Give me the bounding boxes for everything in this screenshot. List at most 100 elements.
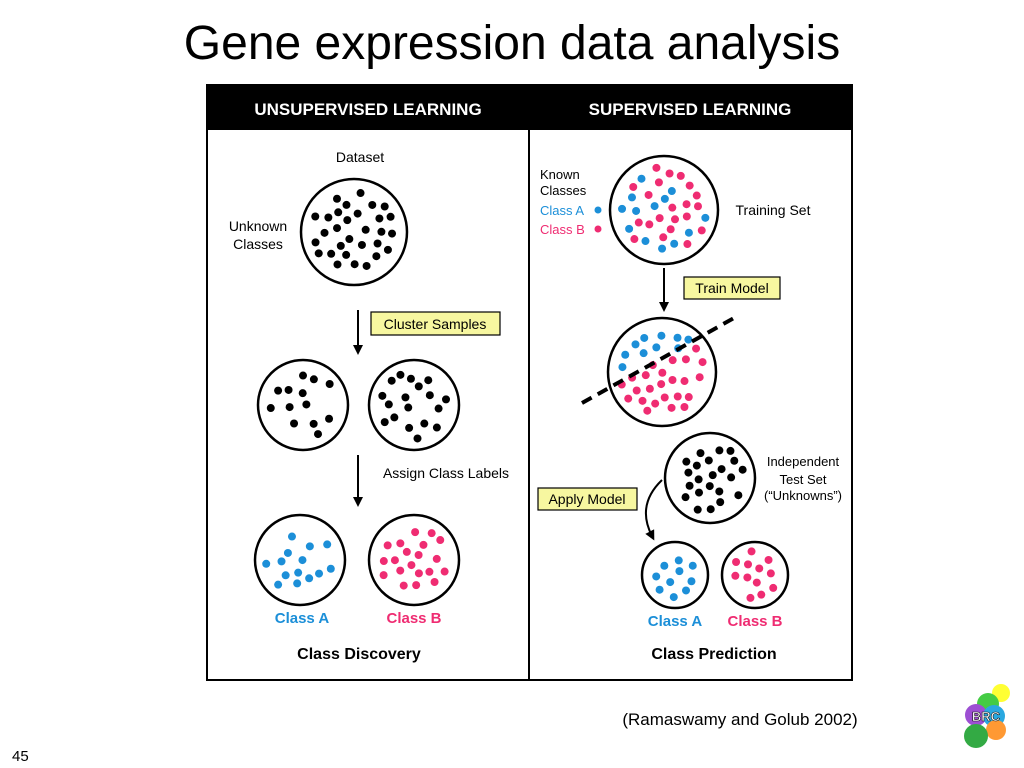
sample-dot (693, 505, 702, 514)
sample-dot (692, 344, 701, 353)
sample-dot (324, 213, 333, 222)
sample-dot (682, 457, 691, 466)
sample-dot (654, 178, 663, 187)
legend-class-b: Class B (540, 222, 585, 237)
sample-dot (632, 386, 641, 395)
sample-dot (396, 370, 405, 379)
sample-dot (283, 548, 292, 557)
sample-dot (380, 202, 389, 211)
sample-dot (618, 363, 627, 372)
sample-dot (420, 419, 429, 428)
sample-dot (311, 238, 320, 247)
sample-dot (432, 554, 441, 563)
sample-dot (673, 333, 682, 342)
sample-dot (379, 557, 388, 566)
legend-class-b-dot (594, 225, 602, 233)
sample-dot (695, 373, 704, 382)
sample-dot (287, 532, 296, 541)
sample-dot (436, 536, 445, 545)
sample-dot (726, 446, 735, 455)
sample-dot (368, 200, 377, 209)
legend-class-a-dot (594, 206, 602, 214)
sample-dot (681, 355, 690, 364)
sample-dot (717, 465, 726, 474)
sample-dot (631, 340, 640, 349)
sample-dot (372, 252, 381, 261)
sample-dot (396, 566, 405, 575)
sample-dot (284, 385, 293, 394)
supervised-header: SUPERVISED LEARNING (589, 100, 792, 119)
test-set-line2: Test Set (780, 472, 827, 487)
sample-dot (743, 560, 752, 569)
cluster-samples-box (370, 311, 501, 336)
sample-dot (670, 239, 679, 248)
sample-dot (386, 212, 395, 221)
cluster-left-dots (266, 371, 334, 439)
sample-dot (285, 403, 294, 412)
sample-dot (708, 471, 717, 480)
sample-dot (766, 569, 775, 578)
sample-dot (747, 547, 756, 556)
sample-dot (660, 194, 669, 203)
dataset-label: Dataset (336, 149, 384, 165)
train-model-box (683, 276, 781, 300)
sample-dot (657, 380, 666, 389)
sample-dot (676, 171, 685, 180)
cluster-circle-right (367, 358, 461, 452)
sample-dot (390, 556, 399, 565)
sample-dot (688, 561, 697, 570)
sample-dot (666, 578, 675, 587)
apply-arrow (645, 479, 663, 541)
sample-dot (314, 430, 323, 439)
sample-dot (388, 229, 397, 238)
unsupervised-header: UNSUPERVISED LEARNING (254, 100, 481, 119)
discovered-class-b-dots (379, 528, 449, 590)
sample-dot (379, 571, 388, 580)
sample-dot (715, 487, 724, 496)
sample-dot (693, 202, 702, 211)
logo-text: BRC (972, 709, 1001, 724)
sample-dot (695, 488, 704, 497)
sample-dot (668, 203, 677, 212)
sample-dot (731, 571, 740, 580)
sample-dot (383, 245, 392, 254)
sample-dot (652, 572, 661, 581)
sample-dot (343, 216, 352, 225)
sample-dot (696, 449, 705, 458)
predicted-class-b-dots (731, 547, 778, 602)
sample-dot (311, 212, 320, 221)
sample-dot (333, 224, 342, 233)
sample-dot (684, 228, 693, 237)
logo-circle-green (964, 724, 988, 748)
sample-dot (659, 233, 668, 242)
sample-dot (274, 580, 283, 589)
sample-dot (637, 174, 646, 183)
sample-dot (384, 400, 393, 409)
sample-dot (692, 461, 701, 470)
sample-dot (645, 384, 654, 393)
apply-model-box (537, 487, 638, 511)
sample-dot (734, 491, 743, 500)
sample-dot (345, 235, 354, 244)
cluster-right-dots (378, 370, 451, 443)
sample-dot (414, 551, 423, 560)
sample-dot (643, 406, 652, 415)
sample-dot (413, 434, 422, 443)
sample-dot (665, 169, 674, 178)
sample-dot (685, 181, 694, 190)
sample-dot (641, 237, 650, 246)
sample-dot (683, 240, 692, 249)
sample-dot (396, 539, 405, 548)
sample-dot (746, 593, 755, 602)
sample-dot (274, 386, 283, 395)
decision-boundary (581, 316, 735, 405)
sample-dot (327, 249, 336, 258)
sample-dot (378, 391, 387, 400)
sample-dot (634, 218, 643, 227)
sample-dot (320, 228, 329, 237)
logo-circle-orange (986, 720, 1006, 740)
sample-dot (652, 163, 661, 172)
sample-dot (671, 215, 680, 224)
sample-dot (266, 404, 275, 413)
sample-dot (302, 400, 311, 409)
